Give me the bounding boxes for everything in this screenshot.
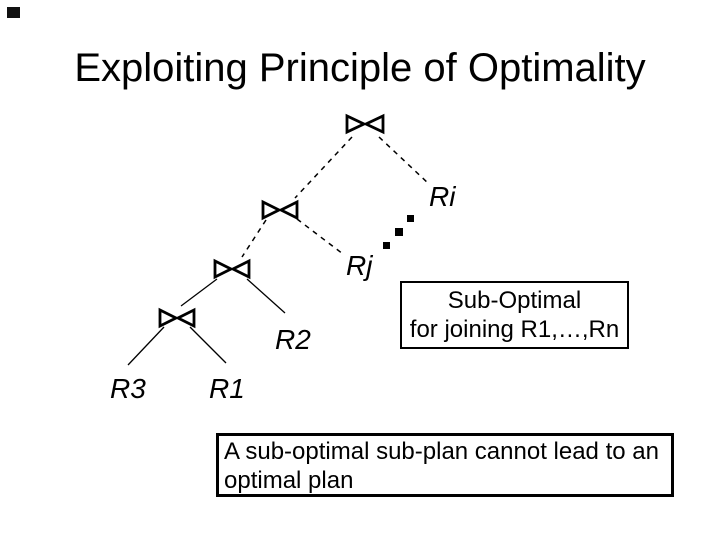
statement-line-1: A sub-optimal sub-plan cannot lead to an bbox=[224, 438, 659, 465]
edge-root-to-ri bbox=[378, 136, 430, 185]
edge-root-to-join2 bbox=[294, 136, 353, 199]
edge-join4-to-r3 bbox=[127, 326, 165, 366]
edge-join3-to-r2 bbox=[246, 278, 286, 314]
diagonal-dots-ellipsis-icon bbox=[383, 215, 414, 249]
edge-join2-to-join3 bbox=[241, 219, 267, 258]
relation-label-r3: R3 bbox=[110, 373, 146, 404]
slide-title: Exploiting Principle of Optimality bbox=[74, 46, 646, 90]
bowtie-join-icon-4 bbox=[158, 307, 196, 329]
suboptimal-line-2: for joining R1,…,Rn bbox=[409, 316, 620, 343]
bowtie-join-icon-root bbox=[345, 113, 385, 135]
suboptimal-callout-box: Sub-Optimal for joining R1,…,Rn bbox=[400, 281, 629, 349]
tree-solid-edges bbox=[127, 278, 286, 366]
bowtie-join-icon-2 bbox=[261, 199, 299, 221]
tree-dashed-edges bbox=[241, 136, 430, 258]
relation-label-rj: Rj bbox=[346, 250, 373, 281]
statement-line-2: optimal plan bbox=[224, 467, 354, 494]
edge-join2-to-rj bbox=[296, 218, 344, 255]
statement-box: A sub-optimal sub-plan cannot lead to an… bbox=[216, 433, 674, 497]
relation-label-r1: R1 bbox=[209, 373, 245, 404]
edge-join3-to-join4 bbox=[180, 278, 218, 307]
relation-label-ri: Ri bbox=[429, 181, 456, 212]
suboptimal-line-1: Sub-Optimal bbox=[447, 287, 582, 314]
bowtie-join-icon-3 bbox=[213, 258, 251, 280]
corner-marker bbox=[7, 7, 20, 18]
relation-label-r2: R2 bbox=[275, 324, 311, 355]
edge-join4-to-r1 bbox=[189, 326, 227, 364]
join-tree-diagram bbox=[127, 113, 430, 366]
